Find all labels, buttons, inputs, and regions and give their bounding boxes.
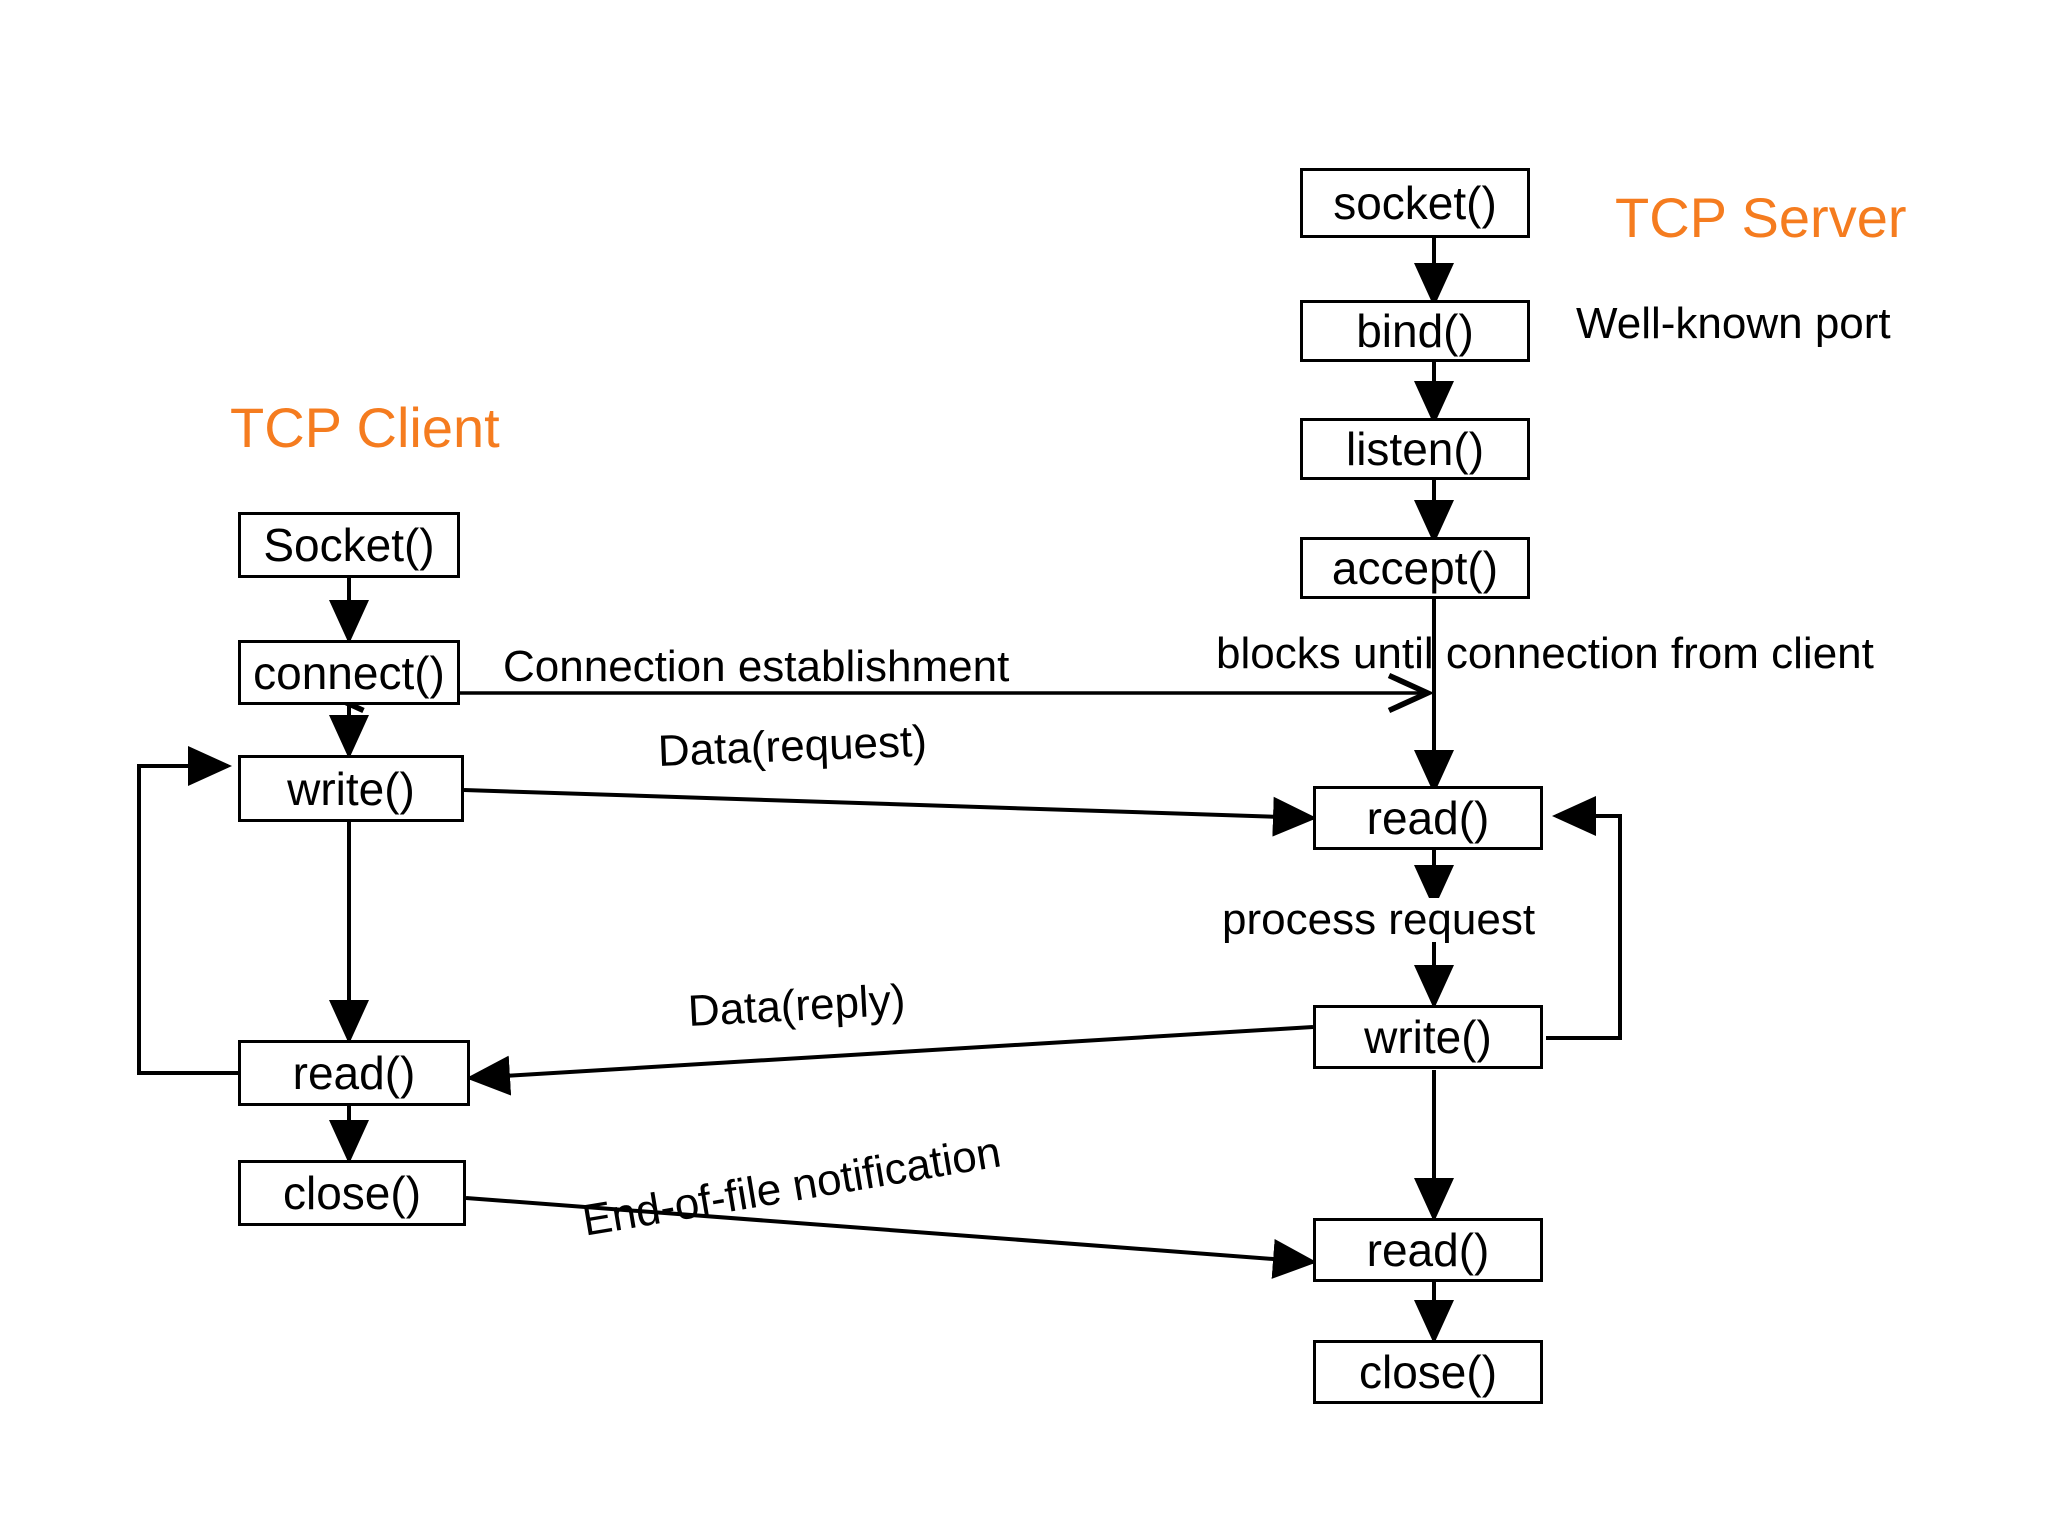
connector-server-loop (1546, 796, 1622, 1040)
connector-data-request (463, 788, 1317, 837)
client-role-title: TCP Client (230, 396, 500, 459)
annotation-data-request: Data(request) (657, 716, 928, 776)
annotation-connection-establishment: Connection establishment (497, 645, 1016, 689)
client-node-read[interactable]: read() (238, 1040, 470, 1106)
connector-client-loop (137, 746, 238, 1075)
annotation-well-known-port: Well-known port (1576, 299, 1891, 348)
annotation-data-reply: Data(reply) (686, 975, 907, 1036)
server-node-close[interactable]: close() (1313, 1340, 1543, 1404)
server-node-bind[interactable]: bind() (1300, 300, 1530, 362)
client-node-connect[interactable]: connect() (238, 640, 460, 705)
server-node-write[interactable]: write() (1313, 1005, 1543, 1069)
client-node-write[interactable]: write() (238, 755, 464, 822)
connector-eof-notification (465, 1196, 1317, 1279)
server-node-listen[interactable]: listen() (1300, 418, 1530, 480)
annotation-process-request: process request (1216, 898, 1542, 942)
server-role-title: TCP Server (1615, 186, 1907, 249)
annotation-blocks-until-connection: blocks until connection from client (1216, 629, 1874, 678)
server-node-accept[interactable]: accept() (1300, 537, 1530, 599)
server-node-socket[interactable]: socket() (1300, 168, 1530, 238)
client-node-close[interactable]: close() (238, 1160, 466, 1226)
connector-data-reply (466, 1025, 1314, 1096)
server-node-read[interactable]: read() (1313, 786, 1543, 850)
server-node-read-second[interactable]: read() (1313, 1218, 1543, 1282)
client-node-socket[interactable]: Socket() (238, 512, 460, 578)
